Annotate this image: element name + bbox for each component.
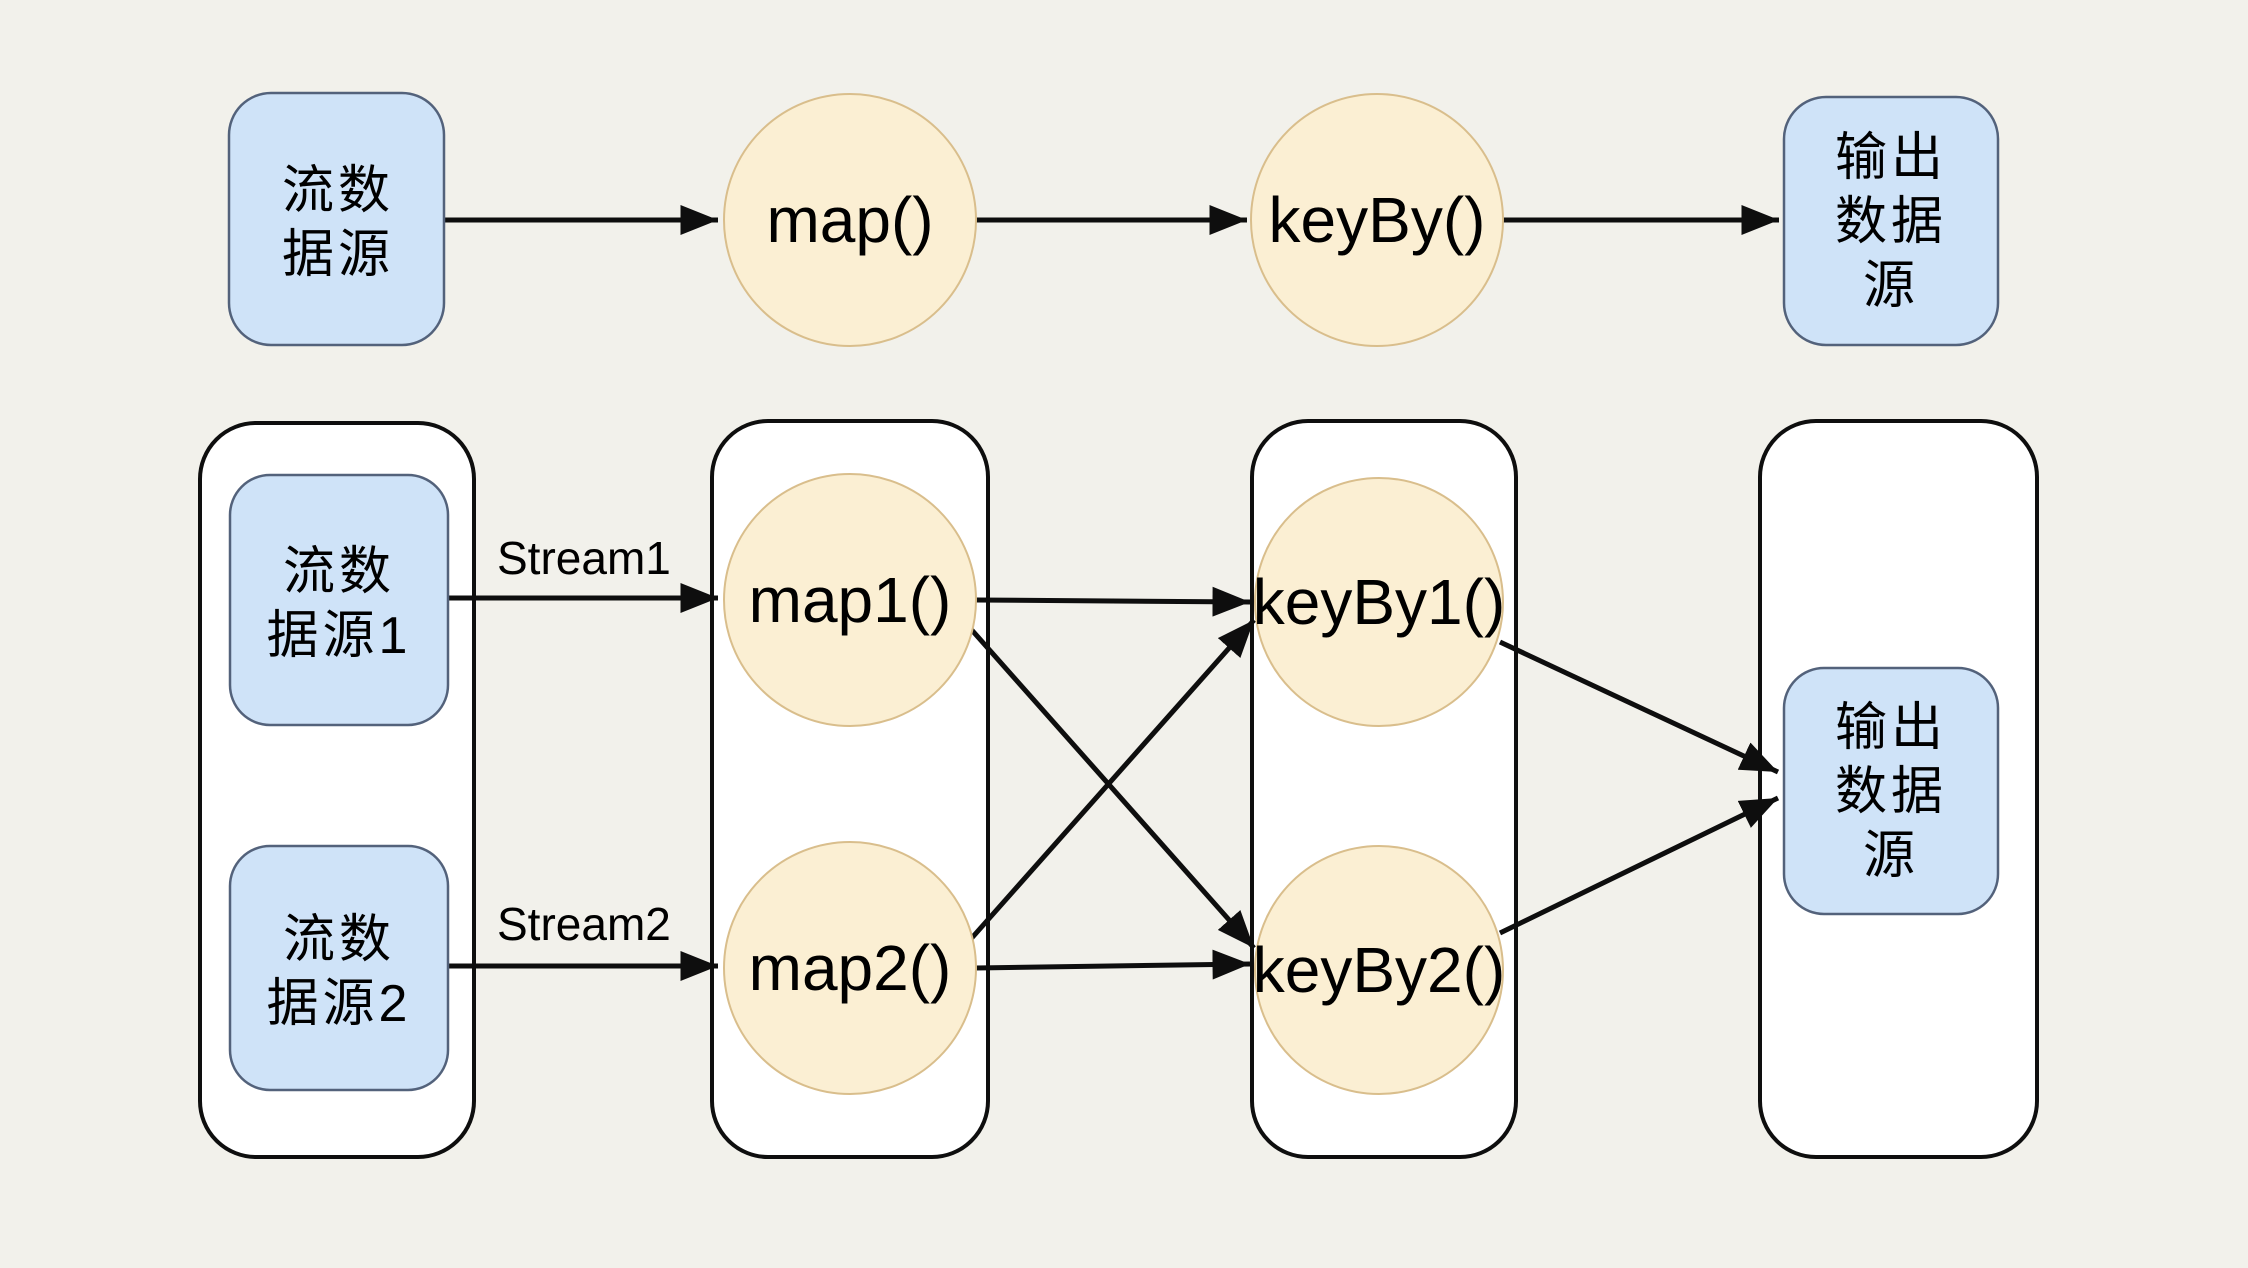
node-output-sink-bottom: [1782, 666, 2000, 916]
node-map2-operator: [723, 841, 977, 1095]
node-map1-operator-label: map1(): [749, 564, 952, 636]
node-map1-operator: [723, 473, 977, 727]
edge-map1-to-keyby2: [968, 626, 1256, 950]
node-output-sink-label-line2: 数据: [1835, 193, 1947, 251]
edge-keyby1-to-sink: [1498, 639, 1780, 775]
node-keyby2-operator-label: keyBy2(): [1253, 934, 1506, 1006]
node-output-sink-bottom-label-line2: 数据: [1835, 763, 1947, 821]
stream2-edge-label: Stream2: [497, 898, 671, 950]
node-keyby-operator: [1250, 93, 1504, 347]
edge-map1-to-keyby1: [975, 586, 1251, 617]
node-map-operator: [723, 93, 977, 347]
edge-map2-to-keyby1: [968, 618, 1256, 942]
stream1-edge-label: Stream1: [497, 532, 671, 584]
node-stream-source1: [228, 473, 450, 727]
node-stream-source2-label-line1: 流数: [283, 911, 395, 969]
node-output-sink-label-line1: 输出: [1835, 129, 1947, 187]
node-output-sink: [1782, 95, 2000, 347]
node-stream-source2: [228, 844, 450, 1092]
node-stream-source-label-line1: 流数: [282, 162, 394, 220]
node-map-operator-label: map(): [766, 184, 933, 256]
node-keyby2-operator: [1254, 845, 1504, 1095]
node-output-sink-label-line3: 源: [1863, 257, 1919, 315]
node-keyby-operator-label: keyBy(): [1269, 184, 1486, 256]
node-output-sink-bottom-label-line3: 源: [1863, 827, 1919, 885]
node-output-sink-bottom-label-line1: 输出: [1835, 699, 1947, 757]
edge-map2-to-keyby2: [975, 949, 1251, 980]
node-map2-operator-label: map2(): [749, 932, 952, 1004]
node-stream-source1-label-line1: 流数: [283, 543, 395, 601]
node-keyby1-operator: [1254, 477, 1504, 727]
node-stream-source1-label-line2: 据源1: [267, 607, 412, 665]
node-keyby1-operator-label: keyBy1(): [1253, 566, 1506, 638]
node-stream-source2-label-line2: 据源2: [267, 975, 412, 1033]
node-stream-source-label-line2: 据源: [282, 226, 394, 284]
node-stream-source: [227, 91, 446, 347]
edge-keyby2-to-sink: [1498, 795, 1780, 936]
